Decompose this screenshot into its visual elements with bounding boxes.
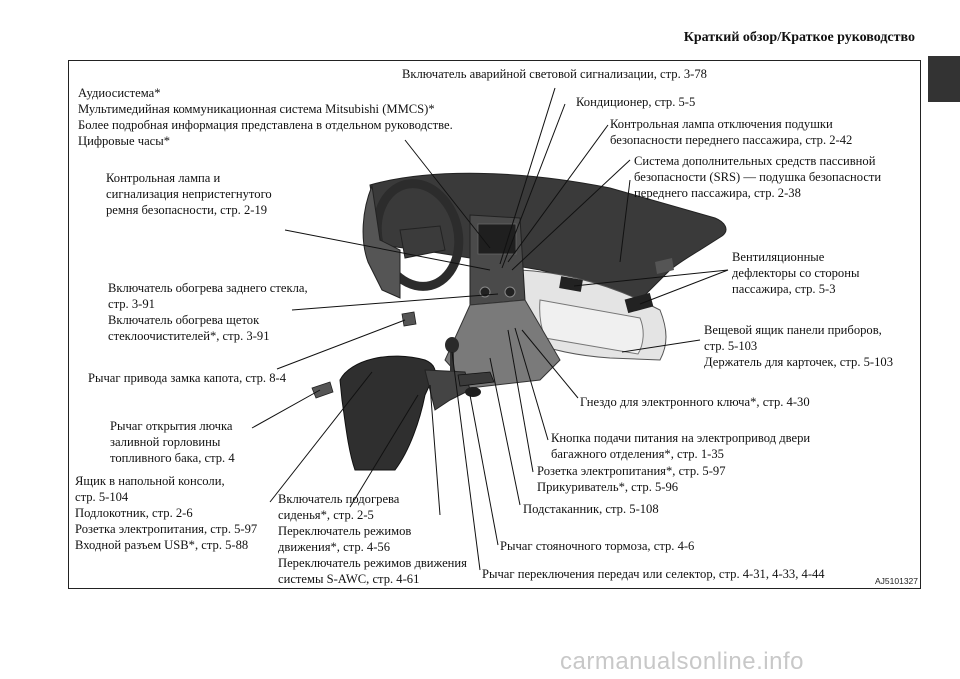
leader-parking [469, 394, 499, 546]
leader-fuel [251, 389, 321, 429]
steering-wheel-hub [399, 225, 446, 259]
passenger-vent-right [624, 292, 654, 314]
leader-audio [404, 139, 491, 249]
leader-srs [511, 159, 631, 271]
label-tailgate-button: Кнопка подачи питания на электропривод д… [551, 431, 811, 461]
leader-defogger [291, 293, 499, 311]
leader-hazard [499, 87, 556, 265]
label-seat-heater: Включатель подогрева сиденья*, стр. 2-5 … [278, 492, 467, 586]
figure-code: AJ5101327 [874, 576, 918, 586]
leader-console [269, 371, 373, 503]
lower-center-console [444, 299, 561, 389]
label-srs-airbag: Система дополнительных средств пассивной… [634, 154, 882, 200]
leader-key [521, 329, 579, 399]
label-floor-console: Ящик в напольной консоли, стр. 5-104 Под… [75, 474, 258, 552]
leader-srs-2 [619, 179, 631, 263]
leader-socket [507, 329, 534, 473]
label-cupholder: Подстаканник, стр. 5-108 [523, 502, 659, 516]
center-screen [477, 223, 517, 255]
parking-brake-lever [457, 371, 495, 387]
label-passenger-vents: Вентиляционные дефлекторы со стороны пас… [732, 250, 860, 296]
glovebox-shape [539, 299, 644, 355]
label-glovebox: Вещевой ящик панели приборов, стр. 5-103… [704, 323, 894, 369]
label-seatbelt-lamp: Контрольная лампа и сигнализация неприст… [106, 171, 272, 217]
label-rear-defogger: Включатель обогрева заднего стекла, стр.… [108, 281, 308, 343]
leader-tailgate [514, 327, 549, 441]
label-fuel-lid: Рычаг открытия лючка заливной горловины … [110, 419, 235, 465]
leader-vents-1 [573, 269, 729, 287]
leader-seatbelt [284, 229, 491, 271]
driver-side-panel [362, 184, 401, 299]
leader-hood [276, 319, 406, 370]
shift-lever-knob [445, 337, 459, 353]
watermark: carmanualsonline.info [560, 648, 804, 675]
leader-cupholder [489, 357, 521, 506]
leader-lines [251, 87, 729, 571]
leader-airbag-off [507, 124, 609, 263]
label-shift-lever: Рычаг переключения передач или селектор,… [482, 567, 825, 581]
label-airbag-off-lamp: Контрольная лампа отключения подушки без… [610, 117, 853, 147]
label-key-slot: Гнездо для электронного ключа*, стр. 4-3… [580, 395, 810, 409]
label-air-conditioner: Кондиционер, стр. 5-5 [576, 95, 696, 109]
label-parking-brake: Рычаг стояночного тормоза, стр. 4-6 [500, 539, 695, 553]
fuel-lid-lever [311, 381, 334, 399]
srs-grille [655, 258, 674, 274]
label-hazard-switch: Включатель аварийной световой сигнализац… [402, 67, 707, 81]
cupholder-shape [465, 387, 481, 397]
section-thumb-tab [928, 56, 960, 102]
passenger-vent-left [559, 276, 583, 292]
label-power-socket: Розетка электропитания*, стр. 5-97 Прику… [537, 464, 726, 494]
leader-vents-2 [639, 269, 729, 305]
leader-shift [451, 351, 481, 571]
leader-seat-heat-1 [349, 394, 419, 508]
climate-knob-right [504, 286, 516, 298]
hood-release-lever [401, 311, 417, 327]
page-header-title: Краткий обзор/Краткое руководство [683, 30, 915, 45]
label-hood-lever: Рычаг привода замка капота, стр. 8-4 [88, 371, 287, 385]
label-audio-system: Аудиосистема* Мультимедийная коммуникаци… [78, 86, 453, 148]
leader-aircon [501, 103, 566, 269]
leader-seat-heat-2 [429, 384, 441, 516]
floor-console-armrest [339, 355, 436, 471]
leader-glovebox [621, 339, 701, 353]
